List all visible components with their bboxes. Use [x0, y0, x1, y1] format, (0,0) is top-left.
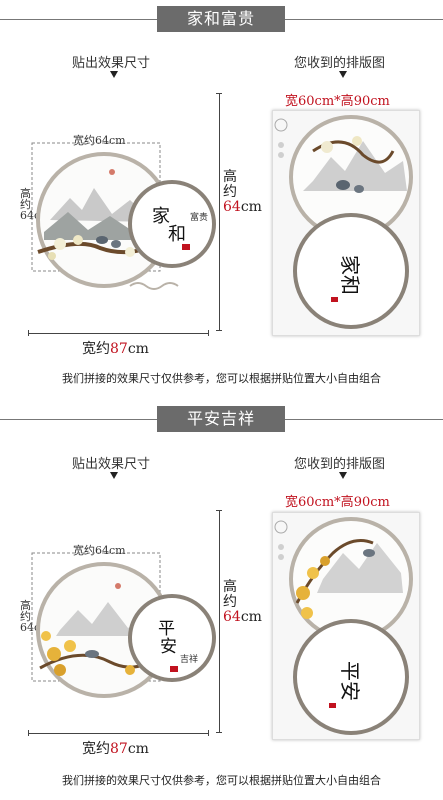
- big-height-label: 高约64cm: [223, 169, 262, 215]
- effect-preview-2: 平 安 吉祥: [31, 552, 216, 698]
- down-arrow-icon: [110, 472, 118, 479]
- dimension-tick: [216, 93, 222, 94]
- disclaimer-note: 我们拼接的效果尺寸仅供参考，您可以根据拼贴位置大小自由组合: [62, 774, 381, 787]
- small-width-label: 宽约64cm: [73, 134, 126, 147]
- height-dimension-line: [219, 510, 220, 732]
- calligraphy-char: 平安: [338, 661, 362, 701]
- dimension-tick: [208, 730, 209, 736]
- calligraphy-char: 富贵: [190, 211, 208, 223]
- big-height-label: 高约64cm: [223, 579, 262, 625]
- layout-label: 您收到的排版图: [294, 56, 386, 71]
- layout-label: 您收到的排版图: [294, 457, 386, 472]
- section-title: 家和富贵: [157, 6, 285, 32]
- width-dimension-line: [28, 733, 208, 734]
- dimension-tick: [28, 330, 29, 336]
- effect-size-label: 贴出效果尺寸: [72, 457, 151, 472]
- calligraphy-char: 吉祥: [180, 653, 198, 665]
- calligraphy-char: 家: [152, 206, 170, 227]
- calligraphy-char: 平: [158, 619, 175, 639]
- dimension-tick: [216, 732, 222, 733]
- effect-size-label: 贴出效果尺寸: [72, 56, 151, 71]
- calligraphy-char: 家和: [338, 255, 362, 295]
- width-dimension-line: [28, 333, 208, 334]
- section-2-title-bar: 平安吉祥: [0, 404, 443, 434]
- layout-preview-2: 平安: [272, 512, 420, 740]
- dimension-tick: [216, 510, 222, 511]
- layout-preview-1: 家和: [272, 110, 420, 336]
- layout-size: 宽60cm*高90cm: [285, 495, 390, 510]
- disclaimer-note: 我们拼接的效果尺寸仅供参考，您可以根据拼贴位置大小自由组合: [62, 372, 381, 385]
- height-dimension-line: [219, 93, 220, 330]
- section-title: 平安吉祥: [157, 406, 285, 432]
- big-width-label: 宽约87cm: [82, 741, 149, 757]
- down-arrow-icon: [339, 71, 347, 78]
- dimension-tick: [208, 330, 209, 336]
- small-width-label: 宽约64cm: [73, 544, 126, 557]
- layout-size: 宽60cm*高90cm: [285, 94, 390, 109]
- down-arrow-icon: [339, 472, 347, 479]
- down-arrow-icon: [110, 71, 118, 78]
- calligraphy-char: 和: [168, 224, 186, 245]
- big-width-label: 宽约87cm: [82, 341, 149, 357]
- calligraphy-char: 安: [160, 637, 177, 657]
- dimension-tick: [216, 330, 222, 331]
- dimension-tick: [28, 730, 29, 736]
- section-1-title-bar: 家和富贵: [0, 4, 443, 34]
- effect-preview-1: 家 和 富贵: [31, 142, 216, 290]
